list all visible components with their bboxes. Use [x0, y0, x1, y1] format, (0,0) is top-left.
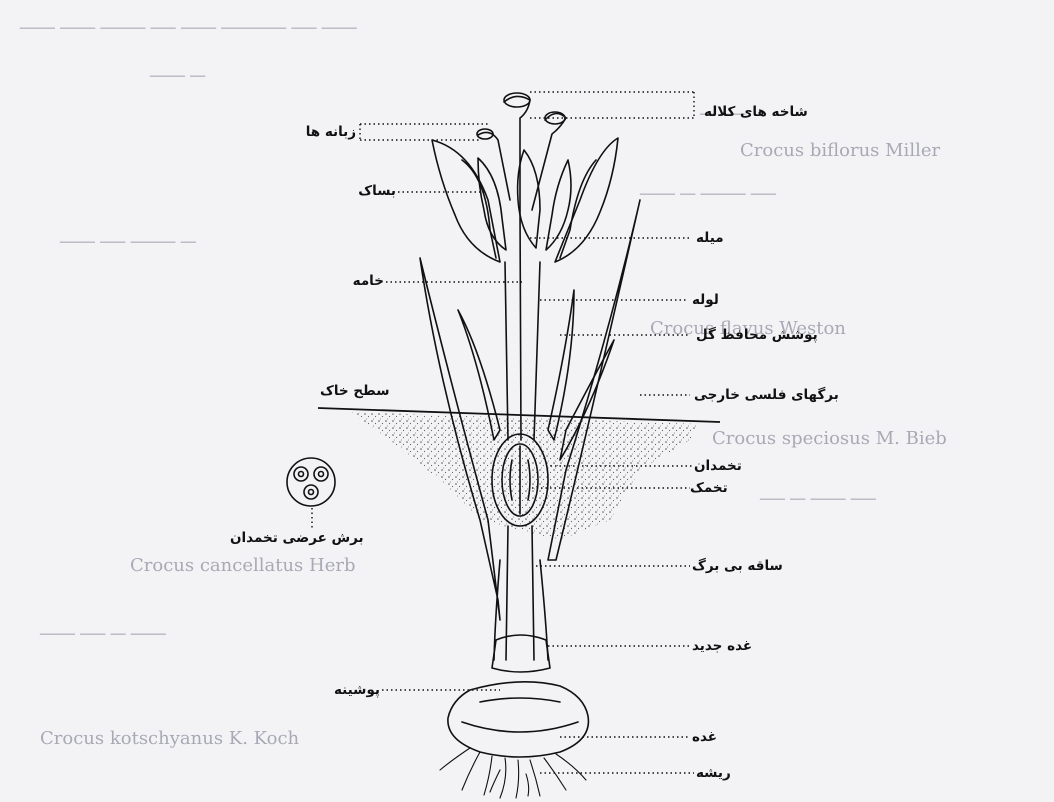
label-ovary: تخمدان — [694, 458, 742, 474]
label-anthers: زبانه ها — [306, 124, 356, 140]
label-style: خامه — [353, 273, 384, 289]
label-new-corm: غده جدید — [692, 638, 752, 654]
leafless-stem — [506, 526, 534, 660]
label-ovary-cross-section: برش عرضی تخمدان — [230, 530, 364, 546]
anther-center — [518, 150, 540, 248]
label-corm: غده — [692, 729, 717, 745]
label-outer-scale-leaves: برگهای فلسی خارجی — [694, 387, 839, 403]
label-roots: ریشه — [696, 765, 731, 781]
new-corm — [492, 635, 550, 672]
ovary-cross-section-diagram — [287, 458, 335, 506]
roots — [440, 748, 586, 798]
label-stamen: بساک — [358, 183, 396, 199]
label-ground-surface: سطح خاک — [320, 383, 389, 399]
perianth-tube — [505, 262, 540, 440]
corm — [448, 682, 589, 757]
label-ovule: تخمک — [690, 480, 728, 496]
label-stigma-branches: شاخه های کلاله — [704, 104, 808, 120]
label-tube: لوله — [692, 292, 719, 308]
label-filament: میله — [696, 230, 724, 246]
label-tunic: پوشینه — [334, 682, 380, 698]
style-line — [520, 210, 521, 440]
soil-surface — [318, 408, 720, 540]
anther-left — [478, 158, 506, 250]
stigma-branch-right — [532, 113, 566, 210]
label-spathe: پوشش محافظ گل — [696, 327, 818, 343]
label-leafless-stem: ساقه بی برگ — [692, 558, 783, 574]
petal-left — [432, 140, 500, 262]
